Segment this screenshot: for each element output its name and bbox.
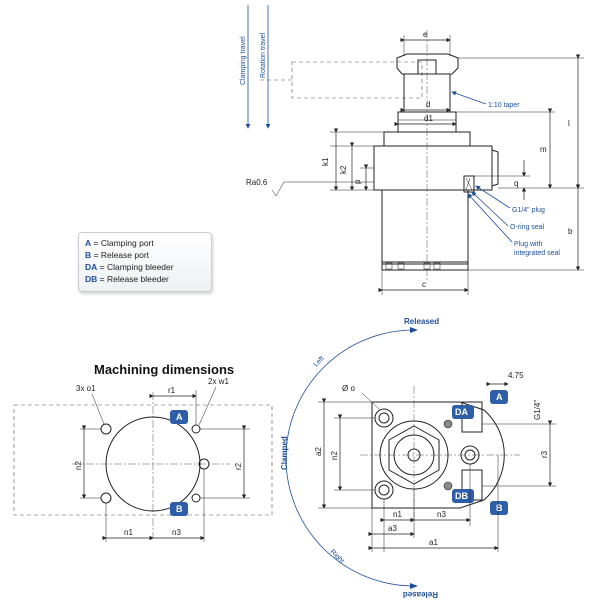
label-n3: n3 [172,528,181,537]
hole-w1-top [191,424,201,434]
bolt-hole-2 [374,480,394,500]
surface-roughness: Ra0.6 [246,178,268,187]
machining-port-a-badge [170,410,188,424]
plug-seal-callout-2: integrated seal [514,250,560,257]
dim-k2: k2 [339,165,348,174]
legend-row-b: B = Release port [85,250,150,260]
machining-title: Machining dimensions [94,362,234,377]
dim-c: c [422,280,426,289]
taper-callout: 1:10 taper [488,102,520,109]
dim-d1: d1 [424,114,433,123]
dim-k1: k1 [321,157,330,166]
top-port-da: DA [455,407,468,417]
clamp-head [396,53,459,75]
port-legend: A = Clamping port B = Release port DA = … [78,232,212,292]
machining-view: Machining dimensions 3x o1 2x w1 r1 n2 r… [13,362,273,542]
machining-port-b: B [176,504,183,514]
lower-cylinder [381,189,469,265]
top-port-b-badge [490,501,508,515]
top-port-b: B [496,503,503,513]
label-r3: r3 [540,450,549,458]
piston-hex [388,425,440,485]
legend-row-a: A = Clamping port [85,238,154,248]
plug-seal-callout-1: Plug with [514,241,543,248]
bleeder-db [443,481,453,491]
right-label: Right [329,548,346,565]
dim-d: d [426,100,430,109]
top-port-a: A [496,392,503,402]
clamped-label: Clamped [280,436,289,470]
legend-row-db: DB = Release bleeder [85,274,169,284]
plug-callout: G1/4" plug [512,207,545,214]
legend-row-da: DA = Clamping bleeder [85,262,174,272]
oring-callout: O-ring seal [510,224,545,231]
clamping-travel-label: Clamping travel [240,36,247,85]
top-port-db-badge [452,489,474,503]
label-a3: a3 [388,524,397,533]
machining-outline [13,404,273,516]
main-bore [105,416,201,512]
label-n2: n2 [74,461,83,470]
hole-w1-bottom [191,493,201,503]
bleeder-da [443,419,453,429]
label-r2: r2 [234,462,243,470]
label-diameter-o: Ø o [342,384,355,393]
label-o1: 3x o1 [76,384,96,393]
label-n1-top: n1 [393,510,402,519]
top-port-da-badge [452,405,474,419]
bolt-hole-1 [374,408,394,428]
machining-port-b-badge [170,502,188,516]
released-top-label: Released [404,317,439,326]
label-475: 4.75 [508,371,524,380]
top-port-a-badge [490,390,508,404]
dim-e: e [423,30,428,39]
top-view: Released Released Clamped Left Right DA … [280,317,556,599]
label-n1: n1 [124,528,133,537]
top-body [371,401,505,509]
left-label: Left [312,355,325,368]
hole-o1-top [100,423,112,435]
released-bottom-label: Released [403,590,438,599]
machining-port-a: A [176,412,183,422]
label-w1: 2x w1 [208,377,229,386]
rotation-travel-label: Rotation travel [260,32,267,78]
dim-m: m [540,145,547,154]
port-plug [463,175,475,193]
hole-o1-bottom [100,492,112,504]
rotation-arc [285,329,415,587]
label-r1: r1 [168,386,176,395]
dim-p: p [353,179,362,184]
side-view: Clamping travel Rotation travel [240,5,584,295]
label-n3-top: n3 [437,510,446,519]
dim-q: q [514,179,518,188]
label-a1: a1 [429,538,438,547]
top-port-db: DB [455,491,468,501]
clamp-arm-outline [291,61,423,99]
label-n2-top: n2 [330,451,339,460]
label-a2: a2 [314,447,323,456]
label-g14: G1/4" [533,400,542,420]
dim-b: b [568,227,573,236]
dim-l: l [568,119,570,128]
